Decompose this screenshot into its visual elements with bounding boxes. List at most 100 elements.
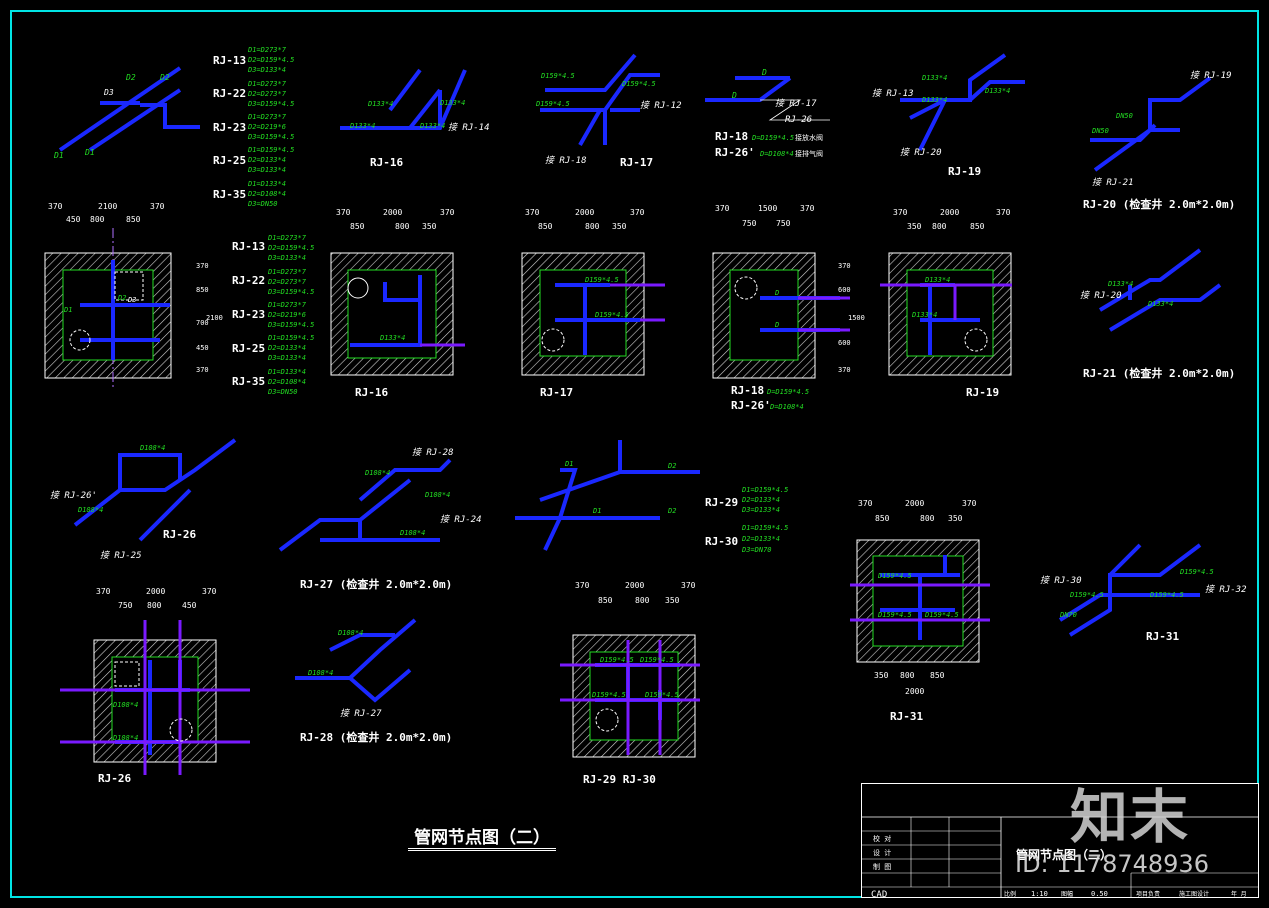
dim: 750	[776, 219, 791, 228]
legend-line: D3=D159*4.5	[247, 100, 294, 108]
legend-line: D=D108*4	[769, 403, 804, 411]
label-d: D	[774, 321, 779, 329]
legend-line: D3=D159*4.5	[267, 321, 314, 329]
legend-tag: RJ-23	[232, 308, 265, 321]
plan-rj17: 370 2000 370 850 800 350 D159*4.5 D159*4…	[521, 208, 665, 399]
plan-rj18: 370 1500 370 750 750 D D 370 600 600 370…	[712, 204, 865, 412]
label-pipe: D159*4.5	[644, 691, 679, 699]
dim: 450	[182, 601, 197, 610]
label-d2: D2	[117, 294, 126, 302]
well-inner	[111, 656, 199, 744]
label-pipe: D108*4	[77, 506, 103, 514]
label-pipe: D108*4	[307, 669, 333, 677]
tb-scale-value: 1:10	[1031, 890, 1048, 898]
tb-drawing-name: 管网节点图（二）	[1016, 847, 1112, 862]
dim: 800	[920, 514, 935, 523]
label-pipe: D133*4	[984, 87, 1010, 95]
dim: 370	[525, 208, 540, 217]
legend-line: D1=D159*4.5	[267, 334, 314, 342]
dim: 370	[681, 581, 696, 590]
dim: 600	[838, 339, 851, 347]
label-connect: 接 RJ-20	[1080, 290, 1122, 301]
legend-line: D1=D273*7	[247, 80, 287, 88]
label-rj17: RJ-17	[620, 156, 653, 169]
label-pipe: D133*4	[439, 99, 465, 107]
label-connect: 接 RJ-18	[545, 155, 587, 166]
label-d: D	[731, 91, 737, 100]
dim: 800	[395, 222, 410, 231]
legend-line: D3=D133*4	[247, 166, 286, 174]
legend-line: D3=D133*4	[267, 254, 306, 262]
iso-rj21: 接 RJ-20 D133*4 D133*4 RJ-21 (检查井 2.0m*2.…	[1080, 248, 1235, 380]
plan-rj19: 370 2000 370 350 800 850 D133*4 D133*4 R…	[880, 208, 1012, 399]
dim: 370	[962, 499, 977, 508]
watermark-logo: 知末	[1070, 783, 1191, 851]
dim: 370	[893, 208, 908, 217]
legend-tag: RJ-25	[232, 342, 265, 355]
legend-line: D2=D219*6	[247, 123, 286, 131]
label-pipe: D133*4	[419, 122, 445, 130]
label-pipe: DN50	[1091, 127, 1109, 135]
tb-software: CAD	[871, 890, 887, 898]
legend-tag-rj23: RJ-23	[213, 121, 246, 134]
dim: 370	[715, 204, 730, 213]
plan-rj29-30: 370 2000 370 850 800 350 D159*4.5 D159*4…	[560, 581, 700, 786]
legend-line: D=D108*4	[759, 150, 794, 158]
dim: 850	[970, 222, 985, 231]
label-connect: 接 RJ-32	[1205, 584, 1247, 595]
well-inner	[729, 269, 799, 361]
tb-row-label: 设 计	[873, 848, 891, 857]
dim: 750	[742, 219, 757, 228]
legend-tag-rj26p: RJ-26'	[715, 146, 755, 159]
label-connect: 接 RJ-26'	[50, 490, 97, 501]
label-d1: D1	[592, 507, 601, 515]
label-pipe: D133*4	[921, 96, 947, 104]
iso-rj27: D108*4 D108*4 D108*4 接 RJ-28 接 RJ-24 RJ-…	[278, 447, 482, 591]
dim: 850	[598, 596, 613, 605]
legend-tag: RJ-35	[232, 375, 265, 388]
label-d1: D1	[63, 306, 72, 314]
dim: 350	[907, 222, 922, 231]
dim: 1500	[758, 204, 777, 213]
label-d3: D3	[103, 88, 114, 97]
well-inner	[62, 269, 154, 361]
title-block: 校 对 设 计 制 图 管网节点图（二） 比例 1:10 图幅 0.50 项目负…	[861, 783, 1259, 898]
legend-line: D2=D133*4	[267, 344, 306, 352]
label-rj19: RJ-19	[948, 165, 981, 178]
label-connect: 接 RJ-30	[1040, 575, 1082, 586]
dim: 2000	[625, 581, 644, 590]
label-d: D	[774, 289, 779, 297]
legend-group-a: RJ-13 D1=D273*7 D2=D159*4.5 D3=D133*4 RJ…	[213, 46, 294, 208]
dim: 2000	[575, 208, 594, 217]
iso-rj16: D133*4 D133*4 D133*4 D133*4 接 RJ-14 RJ-1…	[340, 68, 490, 169]
iso-rj28: D108*4 D108*4 接 RJ-27 RJ-28 (检查井 2.0m*2.…	[295, 618, 452, 744]
dim: 2000	[146, 587, 165, 596]
label-connect: 接 RJ-24	[440, 514, 482, 525]
label-rj26-small: RJ-26	[785, 115, 812, 125]
legend-line: D3=D133*4	[741, 506, 780, 514]
tb-col-label: 年 月	[1231, 890, 1247, 898]
legend-line: D=D159*4.5	[766, 388, 809, 396]
legend-line: D1=D133*4	[247, 180, 286, 188]
iso-rj19: D133*4 D133*4 D133*4 接 RJ-13 接 RJ-20 RJ-…	[872, 53, 1025, 178]
label-pipe: D159*4.5	[877, 611, 912, 619]
dim: 350	[665, 596, 680, 605]
legend-line: D1=D273*7	[247, 113, 287, 121]
dim: 350	[948, 514, 963, 523]
plan-rj16: 370 2000 370 850 800 350 D133*4 RJ-16	[330, 208, 465, 399]
label-pipe: D133*4	[379, 334, 405, 342]
dim: 850	[126, 215, 141, 224]
label-d2b: D2	[159, 73, 170, 82]
label-d1: D1	[53, 151, 64, 160]
legend-line: D1=D159*4.5	[741, 486, 788, 494]
legend-line: D1=D273*7	[247, 46, 287, 54]
label-connect: 接 RJ-25	[100, 550, 142, 561]
plan-rj26: 370 2000 370 750 800 450 D108*4 D108*4 R…	[60, 587, 250, 785]
dim: 2000	[940, 208, 959, 217]
legend-line: D1=D273*7	[267, 268, 307, 276]
label-connect: 接 RJ-12	[640, 100, 682, 111]
dim: 450	[66, 215, 81, 224]
label-pipe: D108*4	[112, 701, 138, 709]
legend-line: D3=DN70	[741, 546, 772, 554]
label-pipe: D159*4.5	[621, 80, 656, 88]
